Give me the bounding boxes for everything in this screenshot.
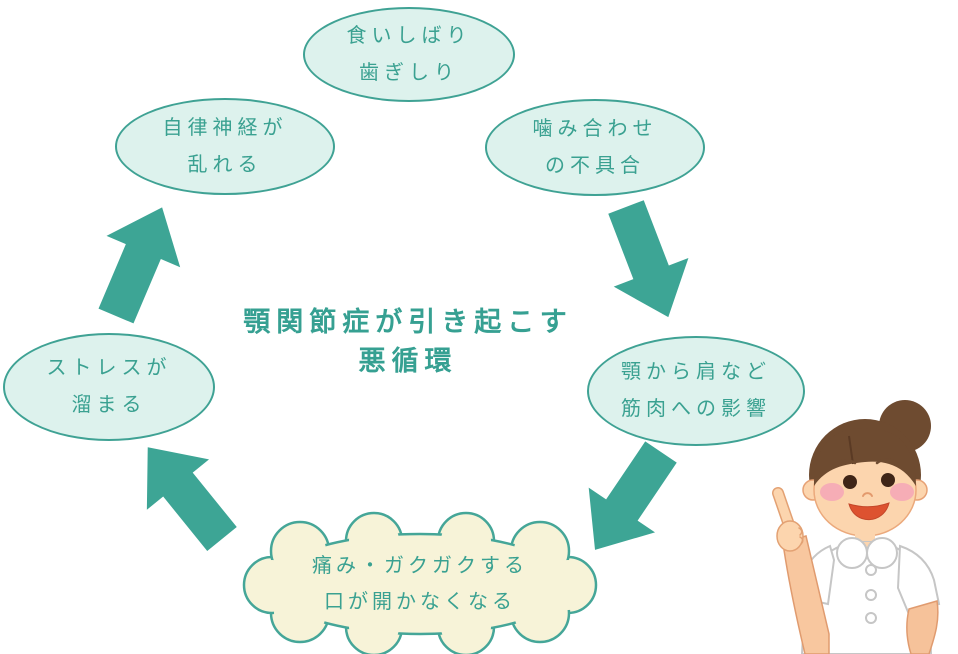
diagram-title-line1: 顎関節症が引き起こす [243, 307, 573, 337]
node-bite-misalignment: 噛み合わせ の不具合 [485, 99, 705, 196]
node-label: 食いしばり [346, 24, 472, 47]
diagram-title: 顎関節症が引き起こす 悪循環 [222, 303, 594, 381]
node-muscle-impact: 顎から肩など 筋肉への影響 [587, 336, 805, 446]
nurse-pointing-illustration [772, 400, 941, 654]
cloud-shape [242, 511, 598, 654]
node-stress-buildup: ストレスが 溜まる [3, 333, 215, 441]
node-label: 噛み合わせ [532, 117, 658, 140]
node-pain-symptoms: 痛み・ガクガクする 口が開かなくなる [240, 511, 600, 654]
node-label: 口が開かなくなる [324, 591, 516, 613]
arrow-stress-to-autonomic [98, 207, 181, 324]
node-label: 筋肉への影響 [621, 398, 771, 420]
node-label: 痛み・ガクガクする [312, 555, 528, 577]
diagram-title-line2: 悪循環 [358, 346, 458, 377]
arrow-bite-to-muscle [608, 200, 689, 318]
node-autonomic-disorder: 自律神経が 乱れる [115, 98, 335, 195]
node-label: 溜まる [71, 394, 147, 416]
node-label: 歯ぎしり [359, 61, 459, 84]
arrow-muscle-to-pain [588, 441, 677, 550]
node-clenching-grinding: 食いしばり 歯ぎしり [303, 7, 515, 102]
node-label: の不具合 [545, 154, 645, 177]
node-label: 自律神経が [162, 116, 288, 139]
node-label: 顎から肩など [621, 361, 771, 383]
arrow-pain-to-stress [146, 447, 237, 551]
node-label: 乱れる [187, 153, 263, 176]
node-label: ストレスが [46, 357, 172, 379]
